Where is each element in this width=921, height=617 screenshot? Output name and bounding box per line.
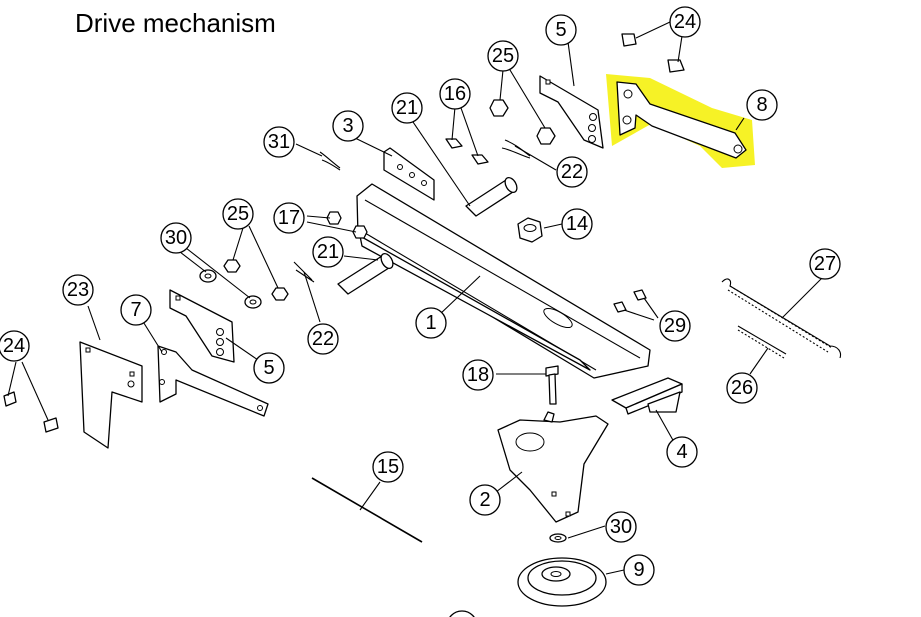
spring-27[interactable]	[721, 278, 842, 359]
part-3-plate[interactable]	[383, 147, 435, 201]
callout-3[interactable]: 3	[332, 110, 364, 142]
part-23-plate[interactable]	[79, 341, 143, 449]
callout-16[interactable]: 16	[439, 78, 471, 110]
part-8-bracket[interactable]	[606, 74, 755, 168]
part-5-upper-plate[interactable]	[539, 75, 604, 149]
svg-text:7: 7	[130, 299, 141, 321]
svg-text:5: 5	[263, 357, 274, 379]
callout-14[interactable]: 14	[561, 208, 593, 240]
part-1-frame[interactable]	[356, 183, 651, 379]
tie-15[interactable]	[311, 477, 423, 543]
callout-23[interactable]: 23	[62, 274, 94, 306]
callout-29[interactable]: 29	[659, 310, 691, 342]
svg-text:3: 3	[342, 115, 353, 137]
svg-text:14: 14	[566, 213, 588, 235]
callout-22-lower[interactable]: 22	[307, 323, 339, 355]
svg-text:22: 22	[312, 328, 334, 350]
svg-text:30: 30	[165, 227, 187, 249]
callout-25-left[interactable]: 25	[222, 198, 254, 230]
callout-25-top[interactable]: 25	[487, 40, 519, 72]
svg-text:2: 2	[479, 489, 490, 511]
svg-text:25: 25	[227, 203, 249, 225]
diagram-title: Drive mechanism	[75, 8, 276, 38]
svg-text:31: 31	[268, 131, 290, 153]
svg-text:4: 4	[676, 441, 687, 463]
bolt-18[interactable]	[545, 365, 559, 405]
svg-text:29: 29	[664, 315, 686, 337]
svg-text:8: 8	[756, 94, 767, 116]
nuts-17[interactable]	[326, 211, 368, 239]
callout-18[interactable]: 18	[462, 359, 494, 391]
svg-text:23: 23	[67, 279, 89, 301]
callout-5-lower[interactable]: 5	[253, 352, 285, 384]
callout-26[interactable]: 26	[726, 372, 758, 404]
callout-1[interactable]: 1	[415, 307, 447, 339]
svg-text:15: 15	[377, 456, 399, 478]
bolts-16[interactable]	[445, 138, 489, 165]
part-4-bracket[interactable]	[611, 377, 683, 415]
svg-text:5: 5	[555, 19, 566, 41]
hairpin-22-top[interactable]	[501, 139, 531, 159]
part-2-plate[interactable]	[497, 411, 609, 523]
svg-text:30: 30	[610, 516, 632, 538]
svg-text:22: 22	[561, 161, 583, 183]
svg-text:25: 25	[492, 45, 514, 67]
svg-text:26: 26	[731, 377, 753, 399]
callout-8[interactable]: 8	[746, 89, 778, 121]
callout-21-top[interactable]: 21	[391, 92, 423, 124]
callout-30-lower[interactable]: 30	[605, 511, 637, 543]
svg-text:9: 9	[633, 559, 644, 581]
svg-text:17: 17	[278, 207, 300, 229]
hairpin-31[interactable]	[319, 151, 341, 171]
svg-text:27: 27	[814, 253, 836, 275]
pulley-9[interactable]	[517, 557, 607, 607]
washers-30-left[interactable]	[199, 269, 262, 309]
svg-text:21: 21	[317, 241, 339, 263]
callout-30-left[interactable]: 30	[160, 222, 192, 254]
svg-text:1: 1	[425, 312, 436, 334]
callout-4[interactable]: 4	[666, 436, 698, 468]
nuts-25-top[interactable]	[489, 99, 556, 145]
callout-5-top[interactable]: 5	[545, 14, 577, 46]
nut-14[interactable]	[517, 217, 543, 243]
callout-9[interactable]: 9	[623, 554, 655, 586]
callout-21-lower[interactable]: 21	[312, 236, 344, 268]
callout-24-top[interactable]: 24	[669, 6, 701, 38]
washer-30-lower[interactable]	[549, 533, 567, 543]
part-5-lower-plate[interactable]	[169, 289, 235, 363]
spring-26[interactable]	[737, 325, 787, 359]
leader-lines	[7, 21, 823, 575]
svg-text:16: 16	[444, 83, 466, 105]
callout-31[interactable]: 31	[263, 126, 295, 158]
pin-21-upper[interactable]	[465, 176, 519, 217]
callout-22-top[interactable]: 22	[556, 156, 588, 188]
callout-24-left[interactable]: 24	[0, 330, 30, 362]
callout-7[interactable]: 7	[120, 294, 152, 326]
svg-text:24: 24	[674, 11, 696, 33]
nuts-25-left[interactable]	[223, 259, 289, 301]
svg-text:24: 24	[3, 335, 25, 357]
svg-text:21: 21	[396, 97, 418, 119]
callout-cut-off	[449, 610, 475, 617]
screws-24-left[interactable]	[3, 391, 59, 433]
part-7-bracket[interactable]	[157, 345, 269, 417]
pin-21-lower[interactable]	[337, 252, 395, 295]
callout-17[interactable]: 17	[273, 202, 305, 234]
callout-2[interactable]: 2	[469, 484, 501, 516]
callout-27[interactable]: 27	[809, 248, 841, 280]
svg-text:18: 18	[467, 364, 489, 386]
bolts-29[interactable]	[613, 289, 647, 313]
callout-15[interactable]: 15	[372, 451, 404, 483]
screw-24-top[interactable]	[621, 33, 685, 73]
